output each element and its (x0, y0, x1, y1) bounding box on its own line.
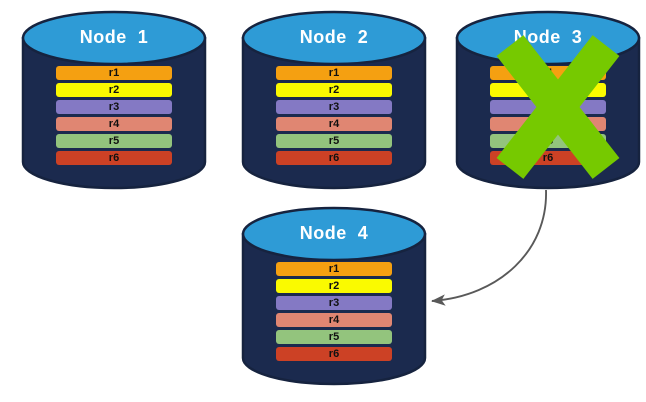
replica-row-r2[interactable]: r2 (490, 83, 606, 97)
replica-row-r6[interactable]: r6 (276, 347, 392, 361)
replica-row-r3[interactable]: r3 (490, 100, 606, 114)
replica-row-r1[interactable]: r1 (276, 262, 392, 276)
replica-row-r6[interactable]: r6 (276, 151, 392, 165)
replica-row-r2[interactable]: r2 (276, 83, 392, 97)
replica-row-r4[interactable]: r4 (490, 117, 606, 131)
replica-row-r5[interactable]: r5 (276, 134, 392, 148)
replica-row-list: r1 r2 r3 r4 r5 r6 (242, 262, 426, 364)
arrow-path (431, 189, 547, 306)
cylinder-top-disc (455, 10, 641, 66)
replica-row-r4[interactable]: r4 (276, 117, 392, 131)
replica-row-list: r1 r2 r3 r4 r5 r6 (242, 66, 426, 168)
replica-row-r1[interactable]: r1 (276, 66, 392, 80)
cylinder-top-disc (241, 206, 427, 262)
replica-row-r4[interactable]: r4 (276, 313, 392, 327)
replica-row-r4[interactable]: r4 (56, 117, 172, 131)
cylinder-top-disc (21, 10, 207, 66)
replica-row-r1[interactable]: r1 (56, 66, 172, 80)
replica-row-r6[interactable]: r6 (56, 151, 172, 165)
replica-row-r2[interactable]: r2 (56, 83, 172, 97)
replica-row-r3[interactable]: r3 (276, 296, 392, 310)
replica-row-list: r1 r2 r3 r4 r5 r6 (456, 66, 640, 168)
replica-row-r3[interactable]: r3 (276, 100, 392, 114)
replica-row-r6[interactable]: r6 (490, 151, 606, 165)
replica-row-r5[interactable]: r5 (276, 330, 392, 344)
replica-row-r2[interactable]: r2 (276, 279, 392, 293)
cylinder-top-disc (241, 10, 427, 66)
replica-row-list: r1 r2 r3 r4 r5 r6 (22, 66, 206, 168)
replica-row-r3[interactable]: r3 (56, 100, 172, 114)
replica-row-r1[interactable]: r1 (490, 66, 606, 80)
replica-row-r5[interactable]: r5 (56, 134, 172, 148)
replica-row-r5[interactable]: r5 (490, 134, 606, 148)
